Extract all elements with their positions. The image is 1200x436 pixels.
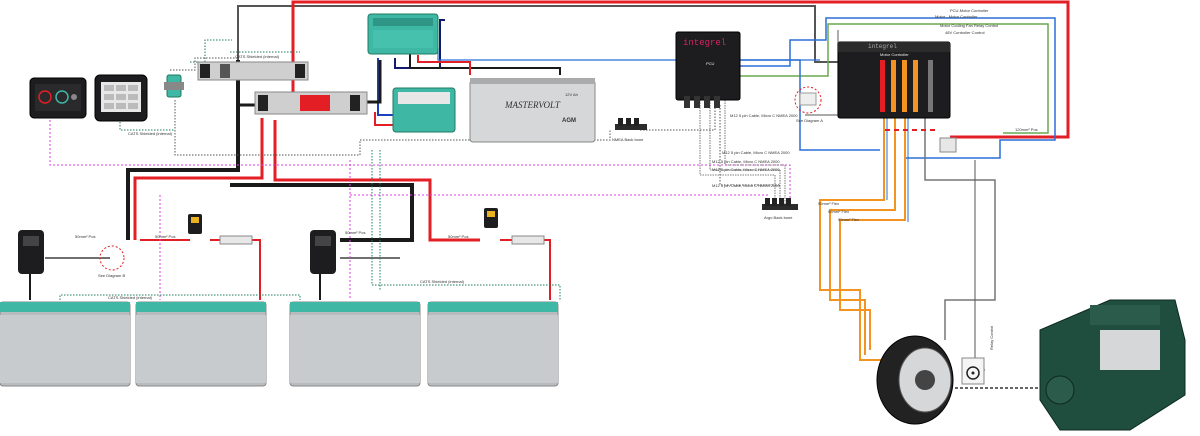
- positive-wire-fuse-right: [500, 239, 551, 300]
- m12-wire-2: [709, 100, 781, 205]
- motor-controller-name: Motor Controller: [880, 52, 909, 57]
- see-diagram-b: See Diagram B: [98, 245, 125, 278]
- nmea-wire-3: [640, 100, 716, 131]
- battery-monitor-left: [188, 214, 202, 234]
- fuse-left: [219, 235, 253, 245]
- touch-display-2: [94, 74, 148, 122]
- battery-monitor-right: [484, 208, 498, 228]
- cooling-relay: [939, 137, 957, 153]
- plus-label-right: 50mm² Pos: [345, 230, 365, 235]
- charger-battery-neg: [409, 50, 561, 75]
- m12-label-4: M12 5 pin Cable, Micro C NMEA 2000: [712, 167, 780, 172]
- lithium-battery-4: [427, 301, 559, 387]
- see-diagram-a-label: See Diagram A: [796, 118, 823, 123]
- nmea-wire-2: [174, 100, 611, 156]
- grey-control-wire: [237, 5, 838, 63]
- controller-wire-label-2: Motor - Motor Controller: [935, 14, 978, 19]
- positive-wire-left: [133, 118, 264, 240]
- negative-bus-wire-c: [230, 183, 414, 242]
- see-diagram-b-label: See Diagram B: [98, 273, 125, 278]
- charger-battery-pos: [417, 55, 471, 75]
- controller-wire-label-3: Motor Cooling Fan Relay Control: [940, 23, 998, 28]
- busbar-upper: [197, 61, 309, 81]
- agm-battery: MASTERVOLT 12V Ah AGM: [469, 78, 596, 143]
- argo-backbone-label: Argo Back bone: [764, 215, 793, 220]
- battery-switch-right: [310, 230, 336, 274]
- controller-wire-label-4: 48V Controller Control: [945, 30, 985, 35]
- m12-wire-3: [699, 100, 776, 205]
- argo-backbone: Argo Back bone: [762, 198, 798, 220]
- plus-label-left: 50mm² Pos: [75, 234, 95, 239]
- relay-control-line: [974, 160, 985, 371]
- controller-wire-label-1: PCU-Motor Controller: [950, 8, 989, 13]
- positive-wire-right: [273, 120, 480, 242]
- can-interface: [164, 74, 184, 98]
- shielded-wire-1: [190, 39, 232, 63]
- lithium-battery-2: [135, 301, 267, 387]
- pcu-brand: integrel: [683, 38, 726, 48]
- charger-dc-blue: [377, 58, 395, 116]
- motor-control-grey: [924, 80, 996, 340]
- fan-icon: [961, 357, 985, 385]
- busbar-lower: [254, 91, 368, 115]
- battery-brand: MASTERVOLT: [504, 100, 561, 110]
- hv-wire-3: [839, 70, 906, 350]
- relay-control-label: Relay Control: [989, 326, 994, 350]
- motor-controller-brand: integrel: [868, 43, 897, 50]
- lithium-battery-1: [0, 301, 131, 387]
- see-diagram-a: See Diagram A: [794, 86, 823, 123]
- blue-data-wire: [740, 17, 1056, 159]
- battery-spec: 12V Ah: [565, 92, 578, 97]
- hv-wire-1: [819, 70, 890, 361]
- plus-label-right-2: 50mm² Pos: [448, 234, 468, 239]
- main-positive-loop: [291, 0, 1070, 139]
- hv-label-2: 95mm² Flex: [828, 209, 849, 214]
- motor-controller: integrel Motor Controller: [837, 41, 951, 119]
- nmea-wire-1: [170, 57, 238, 71]
- positive-wire-isolator: [374, 112, 395, 126]
- electric-motor: [876, 335, 954, 425]
- distribution-shielded-label-2: CATS Shielded (internal): [128, 131, 173, 136]
- shielded-label-right: CATS Shielded (internal): [420, 279, 465, 284]
- distribution-shielded-label: CATS Shielded (internal): [235, 54, 280, 59]
- shielded-wire-4: [59, 294, 301, 300]
- pcu-box: integrel PCU: [675, 31, 741, 108]
- hv-label-1: 95mm² Flex: [818, 201, 839, 206]
- m12-label-5: M12 5 pin Cable, Micro C NMEA 2000: [712, 183, 780, 188]
- hv-label-3: 95mm² Flex: [838, 217, 859, 222]
- nmea-backbone: NMEA Back bone: [612, 118, 647, 142]
- shielded-wire-5: [371, 150, 561, 300]
- green-data-wire: [740, 23, 1049, 134]
- positive-wire-fuse-left: [210, 239, 261, 300]
- dc-dc-converter: [392, 87, 456, 133]
- diesel-engine: [1039, 299, 1186, 431]
- negative-bus-wire-a: [126, 60, 240, 240]
- nmea-backbone-label: NMEA Back bone: [612, 137, 644, 142]
- m12-label-3: M12 5 pin Cable, Micro C NMEA 2000: [712, 159, 780, 164]
- fuse-right: [511, 235, 545, 245]
- battery-type: AGM: [562, 118, 576, 124]
- plus-label-left-2: 50mm² Pos: [155, 234, 175, 239]
- shielded-label-left: CATS Shielded (internal): [108, 295, 153, 300]
- battery-switch-left: [18, 230, 44, 274]
- lithium-battery-3: [289, 301, 421, 387]
- battery-charger: [367, 13, 439, 55]
- touch-display-1: [29, 77, 87, 119]
- m12-wire-1: [724, 100, 786, 205]
- pcu-name: PCU: [706, 61, 715, 66]
- m12-label-2: M12 5 pin Cable, Micro C NMEA 2000: [722, 150, 790, 155]
- controller-cable-label: 120mm² Pos: [1015, 127, 1038, 132]
- m12-label-1: M12 5 pin Cable, Micro C NMEA 2000: [730, 113, 798, 118]
- charger-blue-out: [437, 48, 820, 61]
- nmea-wire-4: [719, 105, 780, 186]
